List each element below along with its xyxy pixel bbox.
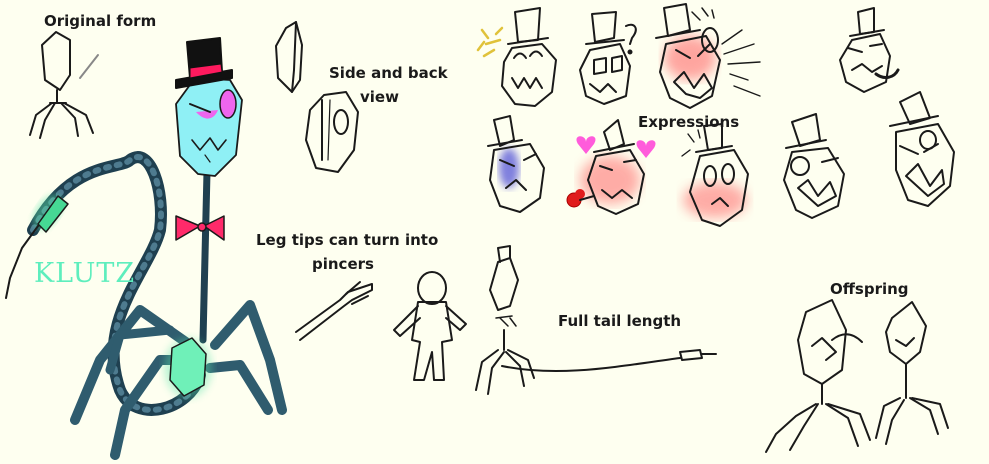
label-original-form: Original form: [44, 12, 157, 30]
expression-surprised: [681, 123, 749, 227]
klutz-character: [5, 37, 287, 460]
label-expressions: Expressions: [638, 113, 740, 131]
expression-happy: [476, 7, 557, 107]
expression-sneaky: [839, 7, 900, 93]
expression-sad: [487, 115, 545, 213]
original-form-sketch: [29, 31, 99, 139]
expression-confused: [579, 11, 637, 105]
label-leg-tips-line1: Leg tips can turn into: [256, 231, 439, 249]
side-back-view-sketch: [275, 21, 359, 173]
character-name-tag: KLUTZ: [34, 258, 136, 289]
label-full-tail-length: Full tail length: [558, 312, 682, 330]
label-offspring: Offspring: [830, 280, 909, 298]
expression-angry: [655, 3, 761, 109]
human-comparison-sketch: [393, 271, 467, 381]
label-leg-tips-line2: pincers: [312, 255, 374, 273]
label-side-back-view-line2: view: [360, 88, 399, 106]
expression-grin: [783, 113, 845, 219]
offspring-sketch: [765, 299, 949, 453]
full-tail-sketch: [475, 245, 717, 395]
expression-mad: [889, 91, 955, 207]
pincer-sketch: [295, 281, 373, 341]
expression-love: [566, 119, 656, 215]
label-side-back-view-line1: Side and back: [329, 64, 448, 82]
